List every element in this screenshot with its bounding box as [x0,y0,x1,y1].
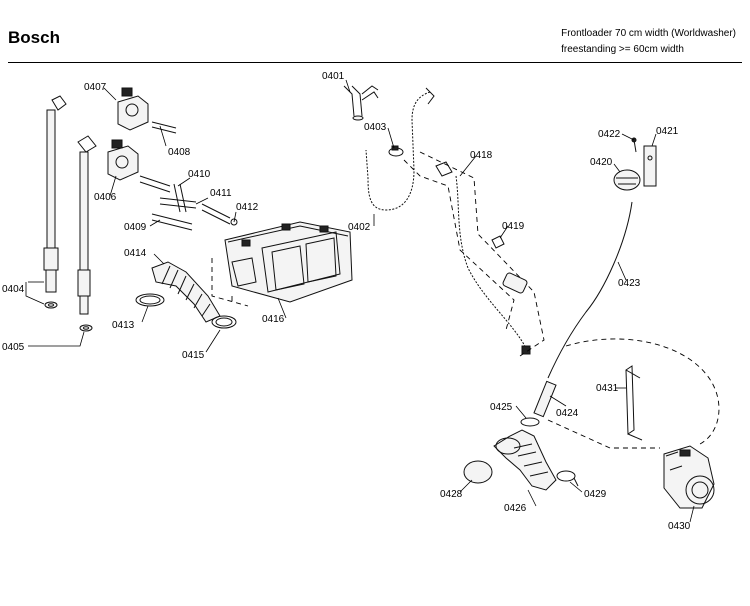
bracket-0431 [625,365,643,441]
callout-0431: 0431 [596,383,619,394]
seal-0428 [463,460,493,484]
screw-0422 [631,137,637,153]
callout-0411: 0411 [210,188,232,199]
hose-washers [44,301,93,332]
callout-0401: 0401 [322,71,345,82]
model-description: Frontloader 70 cm width (Worldwasher) fr… [561,26,736,58]
dashed-route-0418 [403,151,545,357]
model-line-2: freestanding >= 60cm width [561,44,684,55]
leader-lines [25,79,695,523]
dispenser-housing [224,221,353,303]
connector-hoses [139,121,238,231]
elbow-hose-0401 [343,85,379,121]
drain-hose-0426 [493,429,557,491]
callout-0422: 0422 [598,129,621,140]
drain-pump-0430 [663,445,715,509]
callout-0425: 0425 [490,402,513,413]
callout-0428: 0428 [440,489,463,500]
inlet-hose-left [43,95,67,293]
callout-0408: 0408 [168,147,191,158]
callout-0412: 0412 [236,202,259,213]
hose-clamps [135,293,237,329]
dashed-guides-left [211,258,249,307]
callout-0409: 0409 [124,222,147,233]
inlet-valve-0407 [117,87,149,131]
callout-0424: 0424 [556,408,579,419]
callout-0406: 0406 [94,192,117,203]
callout-0430: 0430 [668,521,691,532]
brand-name: Bosch [8,28,60,47]
callout-0421: 0421 [656,126,679,137]
bracket-0421 [643,145,657,187]
bracket-0419 [491,235,505,249]
inlet-valve-0406 [107,139,139,181]
drain-corrugated-hose-0402 [365,87,435,211]
clamp-0425 [520,417,540,427]
pipe-0424 [533,380,557,418]
dispenser-bellows [151,261,221,323]
model-line-1: Frontloader 70 cm width (Worldwasher) [561,28,736,39]
callout-0403: 0403 [364,122,387,133]
callout-0416: 0416 [262,314,285,325]
callout-0423: 0423 [618,278,641,289]
callout-0414: 0414 [124,248,147,259]
hose-clamp-0403 [388,145,404,157]
dashed-outline-pump [547,338,720,449]
callout-0402: 0402 [348,222,371,233]
callout-0404: 0404 [2,284,25,295]
filter-housing-cap [502,272,528,294]
callout-0407: 0407 [84,82,107,93]
pressure-hose-0423 [547,201,633,379]
drain-hose-0418 [435,161,531,355]
callout-0419: 0419 [502,221,525,232]
callout-0410: 0410 [188,169,211,180]
callout-0418: 0418 [470,150,493,161]
callout-0415: 0415 [182,350,205,361]
pressure-switch-0420 [613,169,641,191]
callout-0405: 0405 [2,342,25,353]
callout-0413: 0413 [112,320,135,331]
inlet-hose-right [77,135,97,315]
callout-0426: 0426 [504,503,527,514]
callout-0429: 0429 [584,489,607,500]
clamp-0429 [556,470,579,487]
header-divider [8,62,742,63]
callout-0420: 0420 [590,157,613,168]
